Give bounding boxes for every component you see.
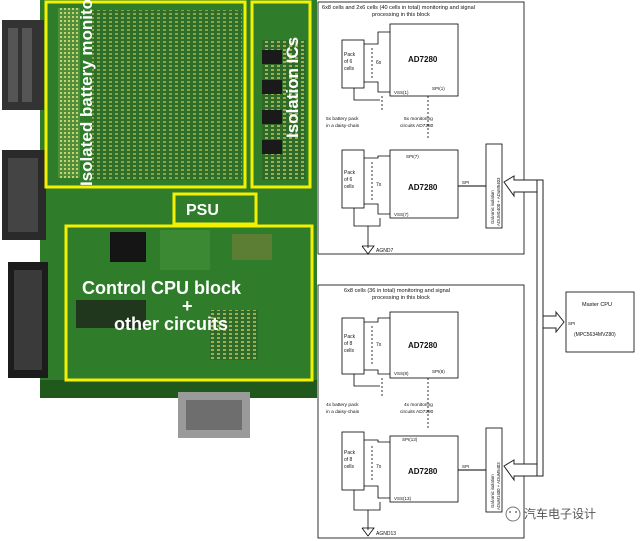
block-diagram (317, 1, 635, 539)
bottom-pack-1-l1: Pack (344, 334, 356, 340)
top-daisy-2: in a daisy-chain (326, 123, 360, 129)
watermark-text: 汽车电子设计 (524, 506, 596, 521)
top-mult-1: 6x (376, 60, 382, 66)
bottom-ad7280-2 (389, 435, 459, 503)
bottom-iso-1: Galvanic isolation (490, 474, 495, 508)
bottom-pack-1 (341, 317, 365, 375)
top-pack-1-l2: of 6 (344, 59, 353, 65)
master-cpu-box (565, 291, 635, 353)
bottom-mult-1: 7x (376, 342, 382, 348)
top-header-2: processing in this block (372, 12, 430, 18)
top-pack-2-l3: cells (344, 184, 355, 190)
bottom-ad7280-1 (389, 311, 459, 379)
bottom-block-frame (317, 284, 525, 539)
bottom-pack-1-l3: cells (344, 348, 355, 354)
top-pack-1 (341, 39, 365, 89)
bottom-spi-13: SPI(13) (402, 437, 418, 442)
bottom-ad-1: AD7280 (408, 341, 438, 350)
top-spi-7: SPI(7) (406, 154, 419, 159)
top-pack-1-l3: cells (344, 66, 355, 72)
bottom-header-1: 6x8 cells (36 in total) monitoring and s… (344, 288, 450, 294)
plus-label: + (182, 296, 193, 316)
wechat-icon (505, 506, 521, 522)
top-ground: AGND7 (376, 248, 393, 254)
top-spi-side: SPI (462, 180, 469, 185)
psu-label: PSU (186, 202, 219, 219)
bottom-mon-2: circuits AD7280 (400, 409, 434, 415)
bottom-mon-1: 4x monitoring (404, 402, 433, 408)
top-block-frame (317, 1, 525, 255)
control-cpu-label: Control CPU block (82, 278, 242, 298)
bottom-pack-1-l2: of 8 (344, 341, 353, 347)
pcb-photo: Isolated battery monitors Isolation ICs … (2, 0, 317, 438)
psu-box (172, 192, 258, 226)
bottom-pack-2 (341, 431, 365, 491)
top-ad7280-1 (389, 23, 459, 97)
isolated-battery-monitors-label: Isolated battery monitors (77, 0, 96, 186)
battery-monitors-box (44, 0, 247, 189)
top-pack-2-l1: Pack (344, 170, 356, 176)
top-vss-7: VSS(7) (394, 212, 409, 217)
bottom-iso-2: ADuM1400 + ADuM5403 (496, 462, 501, 510)
bottom-spi-side: SPI (462, 464, 469, 469)
top-mon-2: circuits AD7280 (400, 123, 434, 129)
top-iso-2: ADUM1400 + ADuM5403 (496, 177, 501, 226)
top-pack-2 (341, 149, 365, 209)
top-mon-1: 5x monitoring (404, 116, 433, 122)
top-ad-2: AD7280 (408, 183, 438, 192)
bottom-daisy-2: in a daisy-chain (326, 409, 360, 415)
spi-bus-arrows (503, 175, 565, 482)
bottom-mult-2: 7x (376, 464, 382, 470)
bottom-vss-13: VSS(13) (394, 496, 412, 501)
bottom-ad-2: AD7280 (408, 467, 438, 476)
bottom-header-2: processing in this block (372, 295, 430, 301)
bottom-vss-1: VSS(8) (394, 371, 409, 376)
bottom-pack-2-l1: Pack (344, 450, 356, 456)
top-ad7280-2 (389, 149, 459, 219)
isolation-ics-label: Isolation ICs (283, 37, 302, 138)
bottom-spi-8: SPI(8) (432, 369, 445, 374)
bottom-pack-2-l2: of 8 (344, 457, 353, 463)
bottom-ground: AGND13 (376, 531, 396, 537)
top-pack-2-l2: of 6 (344, 177, 353, 183)
control-cpu-box (64, 224, 314, 382)
top-spi-1: SPI(1) (432, 86, 445, 91)
top-ad-1: AD7280 (408, 55, 438, 64)
master-cpu-part: (MPC5634MVZ80) (574, 332, 616, 338)
isolation-ics-box (250, 0, 312, 189)
watermark: 汽车电子设计 (505, 506, 596, 522)
other-circuits-label: other circuits (114, 314, 228, 334)
bottom-pack-2-l3: cells (344, 464, 355, 470)
master-cpu-title: Master CPU (582, 302, 612, 308)
top-daisy-1: 5x battery pack (326, 116, 359, 122)
top-mult-2: 7x (376, 182, 382, 188)
top-pack-1-l1: Pack (344, 52, 356, 58)
master-cpu-spi: SPI (568, 321, 575, 326)
diagram-text: 6x8 cells and 2x6 cells (40 cells in tot… (322, 5, 616, 537)
bottom-daisy-1: 4x battery pack (326, 402, 359, 408)
top-header-1: 6x8 cells and 2x6 cells (40 cells in tot… (322, 5, 475, 11)
top-iso-1: Galvanic isolation (490, 190, 495, 224)
top-vss-1: VSS(1) (394, 90, 409, 95)
